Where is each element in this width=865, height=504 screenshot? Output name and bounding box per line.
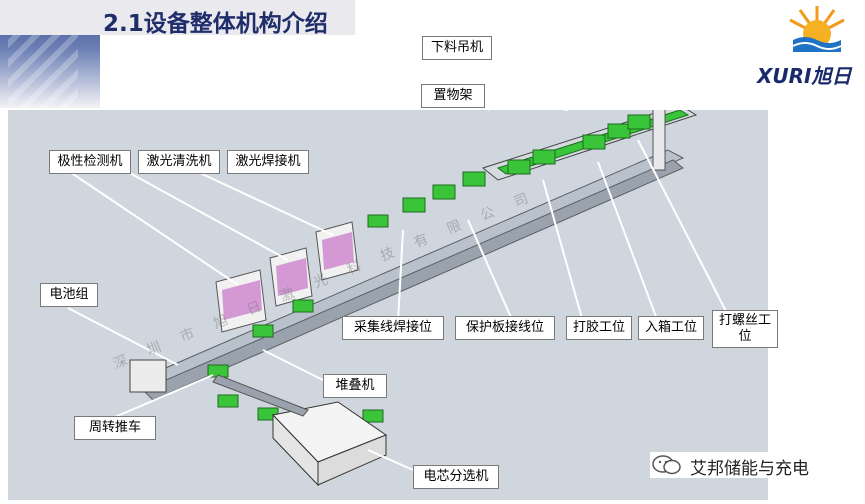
green-workstations xyxy=(207,114,651,423)
callout-laser-cleaner: 激光清洗机 xyxy=(138,150,220,174)
callout-harness-welding-station: 采集线焊接位 xyxy=(342,316,444,340)
callout-laser-welder: 激光焊接机 xyxy=(227,150,309,174)
slide-title: 2.1设备整体机构介绍 xyxy=(103,11,328,37)
wechat-icon xyxy=(652,455,681,475)
callout-unloading-crane: 下料吊机 xyxy=(422,36,492,60)
logo-area xyxy=(770,0,865,100)
cell-sorter-drawing xyxy=(272,401,388,487)
main-conveyor xyxy=(136,149,685,401)
stacking-machine-drawing xyxy=(129,359,167,393)
sun-over-waves-logo-icon xyxy=(789,6,845,52)
callout-storage-shelf: 置物架 xyxy=(421,84,485,108)
callout-gluing-station: 打胶工位 xyxy=(566,316,632,340)
callout-screw-station: 打螺丝工 位 xyxy=(712,310,778,348)
laser-cleaner-drawing xyxy=(269,247,313,307)
polarity-tester-drawing xyxy=(215,269,267,333)
wechat-source-tag xyxy=(650,452,860,478)
laser-welder-drawing xyxy=(315,221,359,281)
callout-battery-module: 电池组 xyxy=(40,283,98,307)
lower-conveyor xyxy=(212,374,309,417)
callout-stacking-machine: 堆叠机 xyxy=(323,374,387,398)
callout-pcb-wiring-station: 保护板接线位 xyxy=(455,316,555,340)
callout-transfer-cart: 周转推车 xyxy=(74,416,156,440)
callout-cell-sorter: 电芯分选机 xyxy=(413,465,499,489)
title-bar xyxy=(0,0,355,35)
callout-boxing-station: 入箱工位 xyxy=(638,316,704,340)
brand-logo-text: XURI旭日 xyxy=(757,64,852,88)
callout-polarity-tester: 极性检测机 xyxy=(49,150,131,174)
wechat-account-name: 艾邦储能与充电 xyxy=(690,459,809,479)
